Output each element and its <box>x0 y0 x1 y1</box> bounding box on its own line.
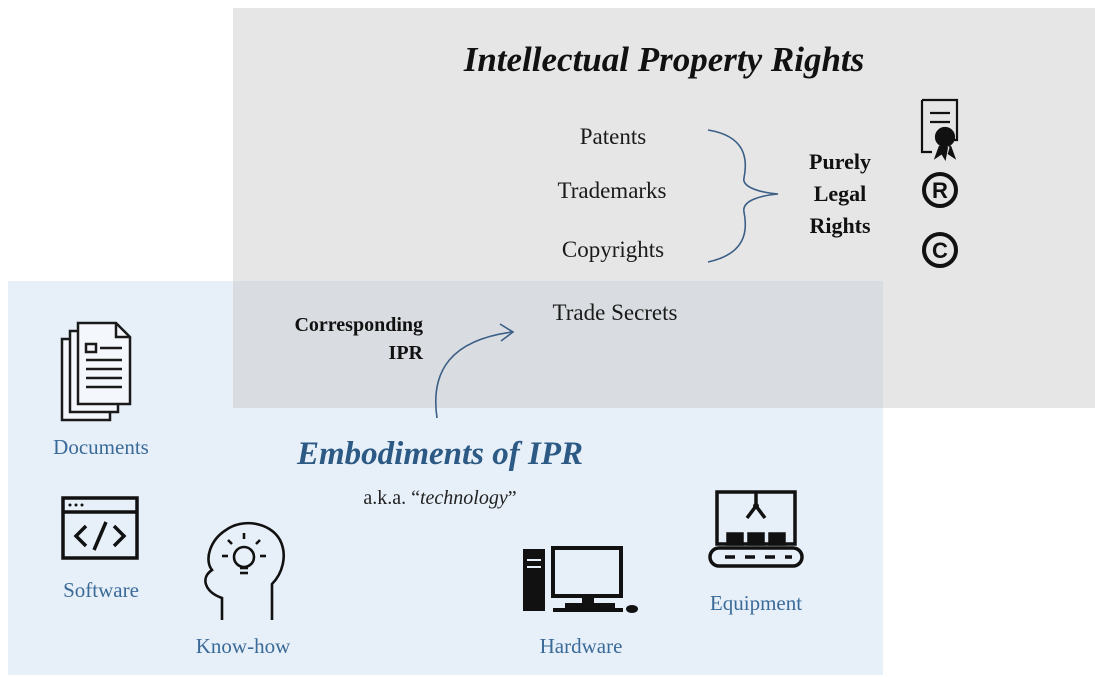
equipment-label: Equipment <box>709 591 803 615</box>
embodiments-title: Embodiments of IPR <box>296 436 584 472</box>
aka-term: technology <box>420 487 508 509</box>
corresponding-line-2: IPR <box>388 342 423 364</box>
legal-line-1: Purely <box>809 149 871 174</box>
svg-text:R: R <box>932 178 948 203</box>
trademarks-label: Trademarks <box>557 178 667 203</box>
trade-secrets-label: Trade Secrets <box>552 300 678 325</box>
documents-icon <box>60 321 132 422</box>
legal-line-3: Rights <box>809 213 871 238</box>
overlap-region <box>233 281 883 408</box>
registered-icon: R <box>922 172 958 208</box>
equipment-icon <box>708 490 804 568</box>
aka-technology: a.k.a. “technology” <box>230 487 650 510</box>
hardware-icon <box>523 546 638 613</box>
aka-prefix: a.k.a. “ <box>363 487 420 509</box>
patents-label: Patents <box>579 124 647 149</box>
corresponding-arrow <box>435 331 513 419</box>
knowhow-label: Know-how <box>195 634 291 658</box>
certificate-icon <box>920 98 959 162</box>
copyright-icon: C <box>922 232 958 268</box>
corresponding-arrowhead <box>499 323 515 342</box>
corresponding-ipr-label: Corresponding IPR <box>228 311 423 367</box>
documents-label: Documents <box>53 435 149 459</box>
software-icon <box>61 496 139 560</box>
aka-suffix: ” <box>507 487 517 509</box>
legal-rights-brace <box>707 129 779 263</box>
purely-legal-rights-label: Purely Legal Rights <box>780 146 900 242</box>
svg-text:C: C <box>932 238 948 263</box>
ipr-title: Intellectual Property Rights <box>463 40 865 79</box>
knowhow-icon <box>204 521 285 620</box>
legal-line-2: Legal <box>813 181 867 206</box>
hardware-label: Hardware <box>539 634 623 658</box>
copyrights-label: Copyrights <box>561 237 665 262</box>
software-label: Software <box>63 578 139 602</box>
corresponding-line-1: Corresponding <box>294 314 423 336</box>
